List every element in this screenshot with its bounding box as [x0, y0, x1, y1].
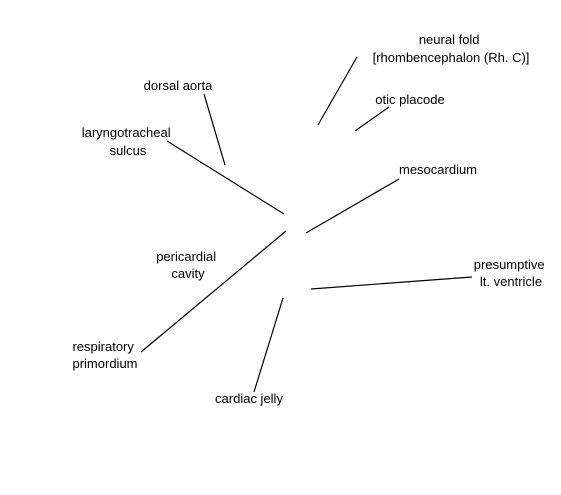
- label-respiratory-primordium-line1: respiratory: [72, 339, 134, 354]
- label-neural-fold-line2: [rhombencephalon (Rh. C)]: [373, 50, 530, 65]
- leader-otic-placode: [354, 106, 390, 132]
- label-respiratory-primordium: respiratory primordium: [72, 339, 137, 371]
- label-otic-placode: otic placode: [375, 92, 444, 107]
- label-otic-placode-line1: otic placode: [375, 92, 444, 107]
- label-dorsal-aorta: dorsal aorta: [144, 78, 213, 93]
- label-presumptive-lt-ventricle-line2: lt. ventricle: [480, 274, 542, 289]
- label-laryngotracheal-sulcus-line1: laryngotracheal: [82, 125, 171, 140]
- label-cardiac-jelly-line1: cardiac jelly: [215, 391, 283, 406]
- label-laryngotracheal-sulcus-line2: sulcus: [110, 143, 147, 158]
- label-neural-fold: neural fold [rhombencephalon (Rh. C)]: [373, 32, 530, 65]
- label-presumptive-lt-ventricle: presumptive lt. ventricle: [474, 257, 548, 289]
- label-laryngotracheal-sulcus: laryngotracheal sulcus: [82, 125, 175, 158]
- label-pericardial-cavity-line1: pericardial: [156, 249, 216, 264]
- label-mesocardium-line1: mesocardium: [399, 162, 477, 177]
- label-cardiac-jelly: cardiac jelly: [215, 391, 283, 406]
- label-neural-fold-line1: neural fold: [419, 32, 480, 47]
- label-presumptive-lt-ventricle-line1: presumptive: [474, 257, 545, 272]
- leader-neural-fold: [317, 56, 358, 126]
- label-dorsal-aorta-line1: dorsal aorta: [144, 78, 213, 93]
- label-pericardial-cavity-line2: cavity: [171, 266, 205, 281]
- label-pericardial-cavity: pericardial cavity: [156, 249, 220, 281]
- leader-presumptive-lt-ventricle: [310, 276, 473, 290]
- label-mesocardium: mesocardium: [399, 162, 477, 177]
- leader-respiratory-primordium: [140, 230, 287, 353]
- leader-dorsal-aorta: [203, 93, 226, 166]
- leader-laryngotracheal-sulcus: [166, 140, 285, 215]
- label-respiratory-primordium-line2: primordium: [72, 356, 137, 371]
- leader-cardiac-jelly: [253, 297, 284, 393]
- leader-mesocardium: [305, 178, 400, 234]
